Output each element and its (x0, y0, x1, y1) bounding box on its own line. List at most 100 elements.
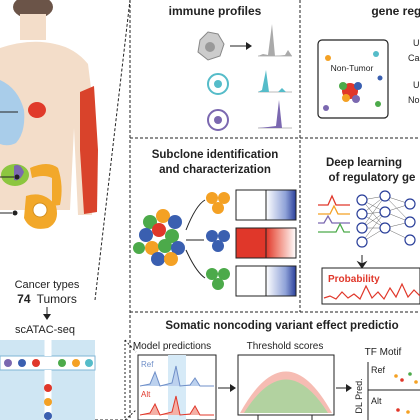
probability-trace (323, 282, 420, 301)
droplet (18, 359, 26, 367)
variant-title: Somatic noncoding variant effect predict… (165, 320, 398, 332)
subclone-blue (206, 230, 230, 252)
cell-dot (352, 95, 360, 103)
tumor-count: 74 (17, 292, 31, 306)
alt-label-2: Alt (371, 396, 382, 406)
down-arrow-head (43, 314, 51, 320)
ref-signal (139, 365, 214, 387)
purple-accessibility-peak (258, 100, 292, 128)
arrow-head (246, 42, 252, 50)
probability-label: Probability (328, 274, 380, 285)
cell-dot (323, 105, 329, 111)
probability-box (321, 267, 420, 305)
umap-box (317, 39, 389, 119)
droplet (72, 359, 80, 367)
motif-dot (408, 372, 412, 376)
droplet (44, 412, 52, 420)
side-text-3: No (408, 95, 420, 105)
dashed-connector (94, 0, 131, 301)
colon-lumen (32, 202, 48, 218)
heatmap-cell-empty (235, 265, 267, 297)
subclone-title-line2: and characterization (159, 164, 271, 176)
motif-dot (396, 408, 400, 412)
input-tracks (318, 194, 350, 233)
teal-accessibility-peak (258, 70, 286, 92)
gene-regulation-panel: gene regula Non-Tumor U Ca U No (317, 4, 420, 119)
droplet (4, 359, 12, 367)
cell-dot (354, 82, 362, 90)
droplet (32, 359, 40, 367)
side-text-1: Ca (408, 53, 420, 63)
dl-pred-label: DL Pred. (354, 378, 364, 413)
neural-network (361, 195, 411, 243)
tf-motif-label: TF Motif (365, 347, 402, 358)
arrow-head (230, 384, 236, 392)
side-text-0: U (413, 38, 420, 48)
heatmap-cell-blue (265, 189, 297, 221)
heart-organ (28, 102, 46, 118)
droplet (44, 398, 52, 406)
motif-dot (400, 378, 404, 382)
variant-effect-panel: Somatic noncoding variant effect predict… (124, 320, 420, 420)
motif-dot (414, 380, 418, 384)
droplet (44, 384, 52, 392)
threshold-curve-green (244, 379, 328, 413)
motif-dot (406, 410, 410, 414)
cancer-types-label: Cancer types (15, 279, 80, 291)
immune-cell-nucleus (214, 116, 222, 124)
subclone-panel: Subclone identification and characteriza… (133, 149, 297, 297)
dashed-bracket (124, 339, 137, 420)
droplet (85, 359, 93, 367)
motif-dot (394, 374, 398, 378)
immune-cell-nucleus (214, 80, 222, 88)
branch-arrow (185, 199, 206, 231)
cell-dot (339, 82, 347, 90)
down-arrow (356, 255, 368, 269)
nn-nodes (356, 190, 416, 248)
neck (20, 14, 46, 40)
chip-channel (0, 355, 96, 371)
cell-dot (377, 75, 383, 81)
subclone-orange (206, 192, 230, 214)
lung-organ (0, 80, 25, 146)
organ-dot (14, 174, 20, 180)
cell-dot (325, 55, 331, 61)
deep-learning-panel: Deep learning of regulatory ge Probabili… (318, 157, 420, 305)
immune-profiles-panel: immune profiles (169, 4, 292, 131)
nontumor-label: Non-Tumor (331, 63, 374, 73)
deep-learning-title-line1: Deep learning (326, 157, 402, 169)
side-text-2: U (413, 80, 420, 90)
tumor-cell-nucleus (205, 42, 215, 52)
alt-signal (139, 395, 214, 416)
model-predictions-label: Model predictions (133, 341, 211, 352)
cell-dot (373, 51, 379, 57)
deep-learning-title-line2: of regulatory ge (329, 172, 416, 184)
organ-dot (12, 210, 18, 216)
cell-cluster (133, 209, 185, 266)
variant-highlight (168, 355, 186, 420)
tumors-word: Tumors (37, 292, 77, 306)
heatmap-cell-red-fade (265, 227, 297, 259)
threshold-scores-label: Threshold scores (247, 341, 324, 352)
cell-dot (375, 101, 381, 107)
subclone-title-line1: Subclone identification (152, 149, 279, 161)
intestine-organ (30, 164, 62, 206)
ref-label-2: Ref (371, 365, 386, 375)
subclone-green (206, 268, 230, 290)
cell-dot (342, 94, 350, 102)
microfluidic-chip (0, 340, 96, 420)
arm-red (80, 86, 98, 214)
grey-accessibility-peak (258, 24, 292, 56)
gene-regulation-title: gene regula (371, 4, 420, 18)
droplet (58, 359, 66, 367)
assay-label: scATAC-seq (15, 324, 75, 336)
heatmap-cell-blue (265, 265, 297, 297)
immune-title: immune profiles (169, 4, 262, 18)
alt-label: Alt (141, 390, 151, 399)
axes-lines (367, 362, 420, 420)
tumor-count-line: 74 Tumors (17, 292, 77, 306)
body-illustration (0, 0, 98, 229)
heatmap-cell-empty (235, 189, 267, 221)
